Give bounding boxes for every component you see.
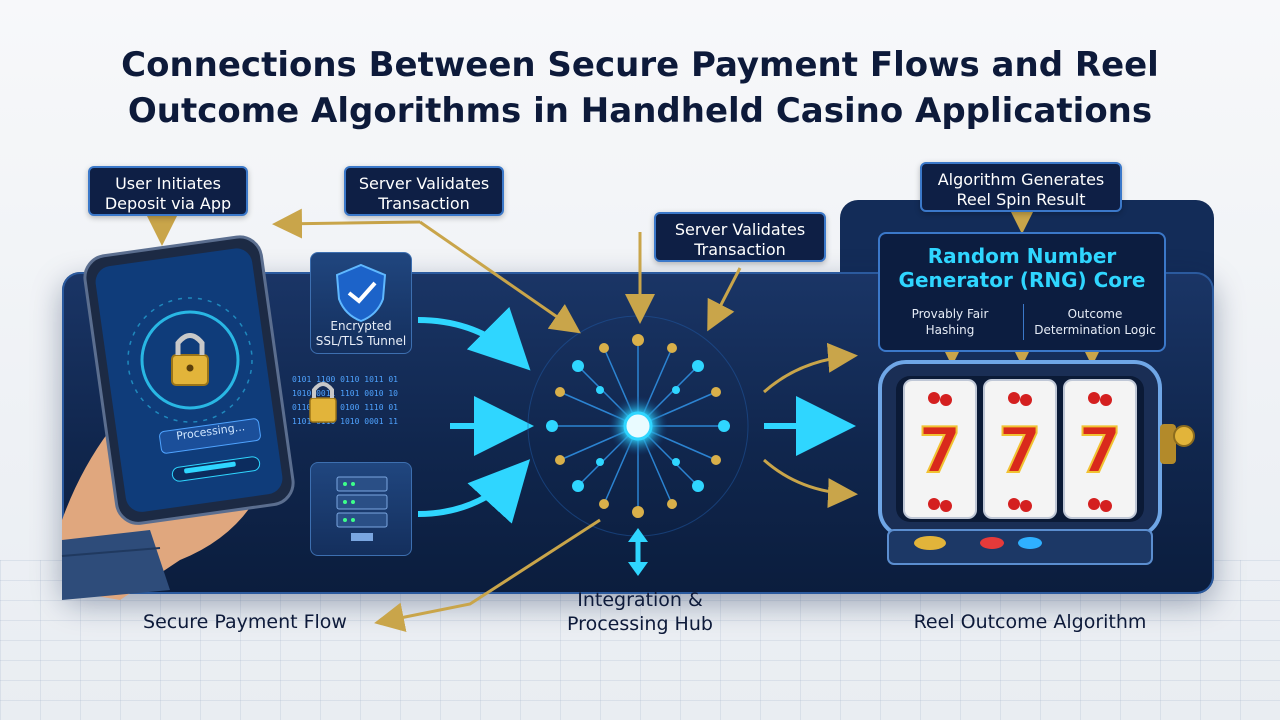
user-initiates-line-2: Deposit via App: [104, 194, 232, 213]
server-validates-left-line-2: Transaction: [378, 194, 470, 213]
server-icon: [336, 476, 388, 541]
footer-hub-line-1: Integration &: [577, 589, 703, 611]
footer-secure-payment: Secure Payment Flow: [143, 611, 347, 633]
user-initiates-line-1: User Initiates: [115, 174, 221, 193]
rng-core-box: Random Number Generator (RNG) Core Prova…: [878, 232, 1166, 352]
flow-arrow-top: [417, 306, 531, 371]
rng-divider: [1023, 304, 1024, 340]
reel-symbol-3: 7: [1078, 414, 1121, 487]
rng-title-line-1: Random Number: [927, 244, 1117, 268]
rng-provably-fair: Provably Fair Hashing: [890, 306, 1010, 338]
ssl-tunnel-panel: Encrypted SSL/TLS Tunnel: [310, 252, 412, 354]
user-initiates-label: User Initiates Deposit via App: [88, 166, 248, 216]
server-validates-left-label: Server Validates Transaction: [344, 166, 504, 216]
svg-text:1010 0011 1101 0010 10: 1010 0011 1101 0010 10: [292, 389, 398, 398]
server-panel: [310, 462, 412, 556]
reels: [903, 379, 1137, 519]
footer-hub-line-2: Processing Hub: [567, 613, 713, 635]
rng-left-line-2: Hashing: [925, 323, 975, 337]
svg-text:0101 1100 0110 1011 01: 0101 1100 0110 1011 01: [292, 375, 398, 384]
rng-title-line-2: Generator (RNG) Core: [898, 268, 1146, 292]
hub-icon: [527, 315, 749, 537]
page-title: Connections Between Secure Payment Flows…: [0, 42, 1280, 134]
lock-icon: 0101 1100 0110 1011 01 1010 0011 1101 00…: [292, 375, 398, 426]
footer-hub: Integration & Processing Hub: [540, 588, 740, 636]
rng-right-line-1: Outcome: [1067, 307, 1123, 321]
svg-text:1101 0110 1010 0001 11: 1101 0110 1010 0001 11: [292, 417, 398, 426]
rng-title: Random Number Generator (RNG) Core: [880, 244, 1164, 292]
tunnel-line-1: Encrypted: [330, 319, 392, 333]
algorithm-generates-line-2: Reel Spin Result: [956, 190, 1086, 209]
footer-reel-outcome: Reel Outcome Algorithm: [913, 611, 1147, 633]
server-validates-center-line-2: Transaction: [694, 240, 786, 259]
shield-icon: [335, 263, 387, 323]
rng-left-line-1: Provably Fair: [911, 307, 989, 321]
tunnel-line-2: SSL/TLS Tunnel: [315, 334, 407, 348]
server-validates-center-line-1: Server Validates: [674, 220, 806, 239]
reel-symbol-2: 7: [998, 414, 1041, 487]
cherry-icon: [928, 392, 1112, 512]
algorithm-generates-line-1: Algorithm Generates: [937, 170, 1105, 189]
title-line-1: Connections Between Secure Payment Flows…: [121, 45, 1159, 85]
rng-right-line-2: Determination Logic: [1034, 323, 1156, 337]
server-validates-left-line-1: Server Validates: [358, 174, 490, 193]
svg-text:0110 1011 0100 1110 01: 0110 1011 0100 1110 01: [292, 403, 398, 412]
algorithm-generates-label: Algorithm Generates Reel Spin Result: [920, 162, 1122, 212]
title-line-2: Outcome Algorithms in Handheld Casino Ap…: [127, 91, 1153, 131]
server-validates-center-label: Server Validates Transaction: [654, 212, 826, 262]
rng-outcome-logic: Outcome Determination Logic: [1028, 306, 1162, 338]
flow-arrow-bottom: [417, 459, 531, 524]
reel-symbol-1: 7: [918, 414, 961, 487]
phone-icon: [83, 235, 295, 525]
